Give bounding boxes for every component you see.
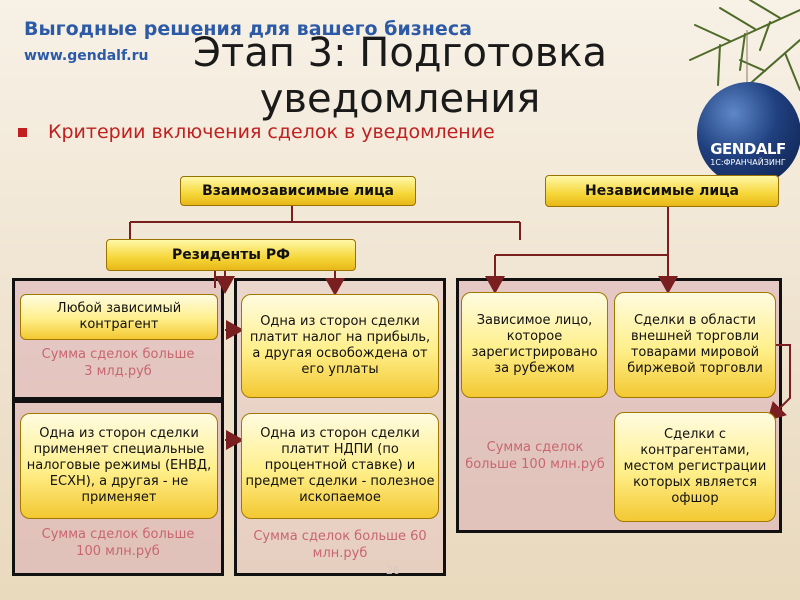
sum-100mln-left: Сумма сделок больше 100 млн.руб <box>41 527 195 559</box>
gendalf-logo: GENDALF 1С:ФРАНЧАЙЗИНГ <box>700 140 796 167</box>
sum-100mln-right: Сумма сделок больше 100 млн.руб <box>465 440 605 472</box>
slide-subtitle: Критерии включения сделок в уведомление <box>48 121 495 143</box>
sum-3bln: Сумма сделок больше 3 млд.руб <box>41 347 195 379</box>
box-ndpi: Одна из сторон сделки платит НДПИ (по пр… <box>241 413 439 519</box>
connector-arrow <box>765 344 791 421</box>
head-residents: Резиденты РФ <box>106 239 356 271</box>
logo-tagline: 1С:ФРАНЧАЙЗИНГ <box>710 158 786 167</box>
head-independent: Независимые лица <box>545 175 779 207</box>
box-special-regimes: Одна из сторон сделки применяет специаль… <box>20 413 218 519</box>
head-interdependent: Взаимозависимые лица <box>180 176 416 206</box>
sum-60mln: Сумма сделок больше 60 млн.руб <box>253 529 427 561</box>
brand-url[interactable]: www.gendalf.ru <box>24 48 149 64</box>
box-offshore: Сделки с контрагентами, местом регистрац… <box>614 412 776 522</box>
box-any-dependent: Любой зависимый контрагент <box>20 294 218 340</box>
brand-title: Выгодные решения для вашего бизнеса <box>24 18 472 40</box>
bullet-marker <box>18 128 27 137</box>
box-foreign-dependent: Зависимое лицо, которое зарегистрировано… <box>461 292 608 398</box>
page-number: 26 <box>386 564 400 577</box>
logo-name: GENDALF <box>710 140 786 158</box>
christmas-ornament-icon <box>697 82 800 186</box>
slide-title: Этап 3: Подготовка уведомления <box>193 30 607 122</box>
box-foreign-trade: Сделки в области внешней торговли товара… <box>614 292 776 398</box>
box-profit-tax: Одна из сторон сделки платит налог на пр… <box>241 294 439 398</box>
